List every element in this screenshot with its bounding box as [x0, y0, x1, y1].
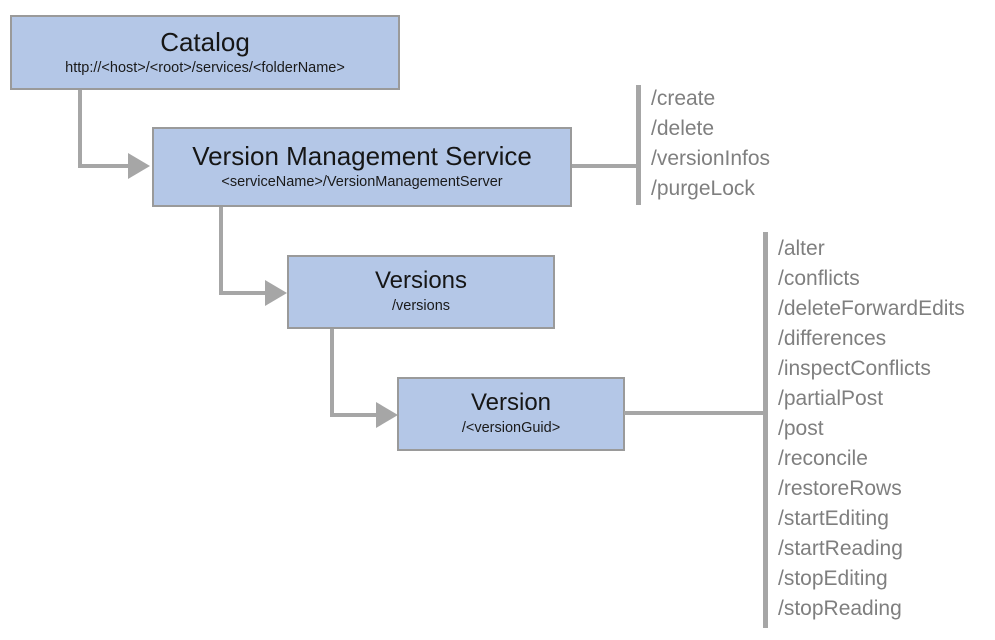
operation-item[interactable]: /post [778, 417, 824, 440]
operation-item[interactable]: /create [651, 87, 716, 110]
node-versions-subtitle: /versions [391, 298, 451, 315]
operation-item[interactable]: /differences [778, 327, 887, 350]
operation-item[interactable]: /purgeLock [651, 177, 755, 200]
connector-catalog-to-service-horizontal [78, 164, 131, 168]
arrowhead-versions-to-version [376, 402, 398, 428]
node-catalog-title: Catalog [160, 26, 250, 57]
operation-item[interactable]: /deleteForwardEdits [778, 297, 965, 320]
operation-item[interactable]: /partialPost [778, 387, 884, 410]
operation-item[interactable]: /inspectConflicts [778, 357, 931, 380]
node-version-management-service-subtitle: <serviceName>/VersionManagementServer [221, 174, 503, 191]
connector-catalog-to-service-vertical [78, 90, 82, 168]
arrowhead-catalog-to-service [128, 153, 150, 179]
operation-item[interactable]: /reconcile [778, 447, 868, 470]
bracket-version-operations [763, 232, 768, 628]
connector-service-to-versions-horizontal [219, 291, 271, 295]
connector-service-to-operations [572, 164, 640, 168]
operation-item[interactable]: /stopEditing [778, 567, 888, 590]
operation-item[interactable]: /startReading [778, 537, 903, 560]
node-version-subtitle: /<versionGuid> [461, 420, 561, 437]
node-versions-title: Versions [374, 267, 468, 295]
operation-item[interactable]: /restoreRows [778, 477, 902, 500]
connector-version-to-operations [624, 411, 768, 415]
arrowhead-service-to-versions [265, 280, 287, 306]
bracket-service-operations [636, 85, 641, 205]
operation-item[interactable]: /startEditing [778, 507, 889, 530]
operation-item[interactable]: /conflicts [778, 267, 860, 290]
node-versions[interactable]: Versions /versions [287, 255, 555, 329]
operation-list-version: /alter /conflicts /deleteForwardEdits /d… [778, 234, 965, 624]
connector-versions-to-version-vertical [330, 329, 334, 417]
connector-service-to-versions-vertical [219, 207, 223, 295]
node-version-title: Version [470, 389, 552, 417]
node-version-management-service-title: Version Management Service [192, 141, 532, 172]
node-version-management-service[interactable]: Version Management Service <serviceName>… [152, 127, 572, 207]
operation-item[interactable]: /alter [778, 237, 825, 260]
node-catalog-subtitle: http://<host>/<root>/services/<folderNam… [65, 59, 345, 76]
connector-versions-to-version-horizontal [330, 413, 382, 417]
operation-list-service: /create /delete /versionInfos /purgeLock [651, 84, 770, 204]
operation-item[interactable]: /versionInfos [651, 147, 771, 170]
node-catalog[interactable]: Catalog http://<host>/<root>/services/<f… [10, 15, 400, 90]
node-version[interactable]: Version /<versionGuid> [397, 377, 625, 451]
operation-item[interactable]: /stopReading [778, 597, 902, 620]
operation-item[interactable]: /delete [651, 117, 715, 140]
